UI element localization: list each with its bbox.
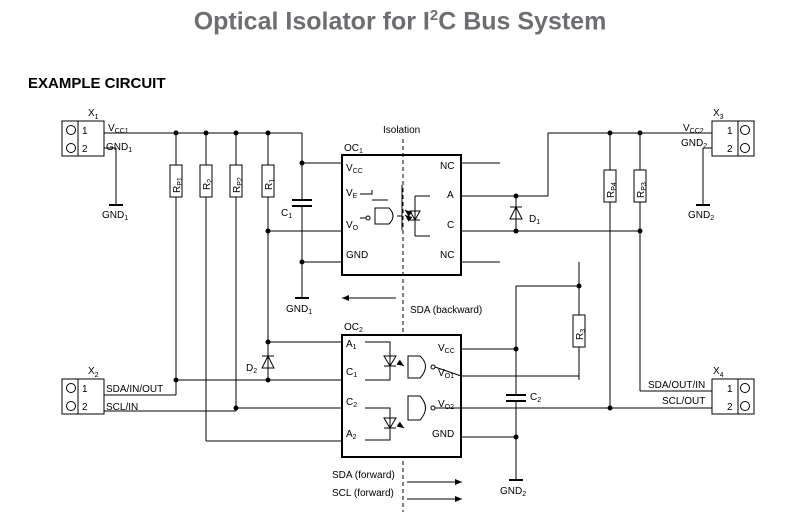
svg-text:SDA (forward): SDA (forward) (332, 470, 395, 481)
svg-text:R2: R2 (202, 179, 214, 190)
svg-text:SDA/IN/OUT: SDA/IN/OUT (106, 384, 163, 395)
svg-text:C2: C2 (346, 397, 357, 409)
svg-text:C1: C1 (281, 208, 292, 220)
svg-text:NC: NC (440, 250, 454, 261)
svg-text:GND2: GND2 (500, 486, 526, 498)
svg-text:D2: D2 (246, 363, 257, 375)
svg-text:VCC2: VCC2 (683, 123, 704, 135)
svg-text:1: 1 (727, 384, 733, 395)
svg-text:C2: C2 (530, 392, 541, 404)
diode-d1 (509, 205, 523, 220)
connector-x1: X1 1 2 (61, 108, 105, 157)
svg-text:2: 2 (727, 402, 733, 413)
svg-text:1: 1 (82, 384, 88, 395)
svg-text:GND: GND (346, 250, 368, 261)
optocoupler-oc2: OC2 A1 C1 C2 A2 VCC VO1 VO2 GND (341, 322, 462, 458)
svg-text:VCC1: VCC1 (108, 123, 129, 135)
svg-text:OC2: OC2 (344, 322, 363, 334)
svg-text:GND1: GND1 (286, 304, 312, 316)
svg-text:GND: GND (432, 429, 454, 440)
svg-text:SCL/OUT: SCL/OUT (662, 396, 705, 407)
svg-text:X2: X2 (88, 366, 99, 379)
svg-text:NC: NC (440, 161, 454, 172)
svg-text:2: 2 (82, 402, 88, 413)
svg-text:GND1: GND1 (106, 142, 132, 154)
svg-text:X3: X3 (713, 108, 724, 121)
svg-text:X4: X4 (713, 366, 724, 379)
isolation-label: Isolation (383, 125, 420, 136)
svg-text:C: C (447, 220, 454, 231)
svg-text:1: 1 (727, 126, 733, 137)
page-title: Optical Isolator for I2C Bus System (193, 7, 607, 36)
svg-text:GND2: GND2 (688, 210, 714, 222)
svg-text:SCL/IN: SCL/IN (106, 402, 138, 413)
connector-x2: X2 1 2 (61, 366, 105, 415)
connector-x4: X4 1 2 (711, 366, 755, 415)
svg-text:VE: VE (346, 188, 358, 200)
svg-text:SCL (forward): SCL (forward) (332, 488, 394, 499)
svg-text:A2: A2 (346, 429, 357, 441)
svg-text:SDA (backward): SDA (backward) (410, 305, 482, 316)
ground-label-gnd1-a: GND1 (102, 210, 128, 222)
diode-d2 (261, 354, 275, 369)
svg-text:D1: D1 (529, 214, 540, 226)
svg-text:R3: R3 (575, 329, 587, 340)
svg-text:RP1: RP1 (172, 177, 184, 193)
svg-text:1: 1 (82, 126, 88, 137)
svg-text:VCC: VCC (438, 343, 455, 355)
svg-text:2: 2 (82, 144, 88, 155)
svg-text:A1: A1 (346, 339, 357, 351)
svg-text:R1: R1 (264, 179, 276, 190)
svg-text:RP4: RP4 (606, 182, 618, 198)
section-heading: EXAMPLE CIRCUIT (28, 75, 166, 92)
svg-text:RP3: RP3 (636, 182, 648, 198)
svg-text:VO: VO (346, 220, 359, 232)
svg-text:A: A (447, 190, 454, 201)
svg-text:C1: C1 (346, 367, 357, 379)
svg-text:2: 2 (727, 144, 733, 155)
optocoupler-oc1: OC1 VCC VE VO GND NC A C NC (341, 143, 462, 276)
connector-x1-label: X1 (88, 108, 99, 121)
svg-text:GND2: GND2 (681, 138, 707, 150)
svg-text:VO1: VO1 (438, 368, 454, 380)
svg-text:SDA/OUT/IN: SDA/OUT/IN (648, 380, 705, 391)
svg-text:RP2: RP2 (232, 177, 244, 193)
svg-text:VCC: VCC (346, 163, 363, 175)
svg-text:OC1: OC1 (344, 143, 363, 155)
connector-x3: X3 1 2 (711, 108, 755, 157)
